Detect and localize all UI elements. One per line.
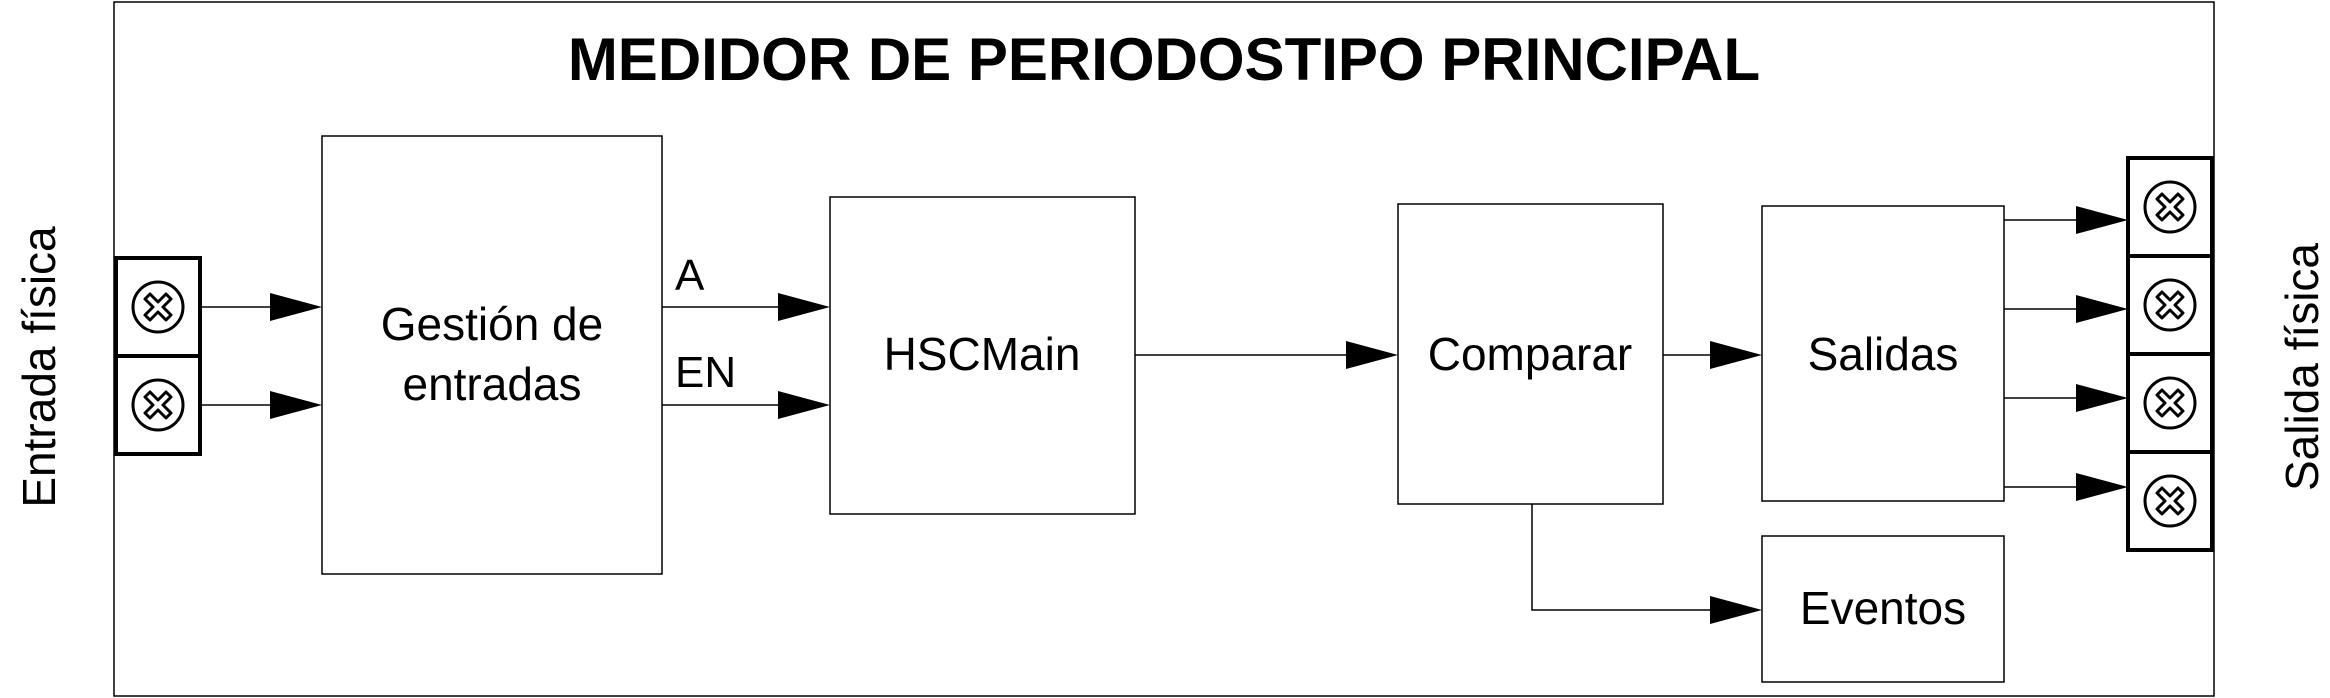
output-4-arrowhead [2076, 473, 2128, 501]
hscmain-block [829, 196, 1136, 515]
events-block [1761, 535, 2005, 683]
compare-to-events-arrowhead [1710, 596, 1762, 624]
compare-to-events-wire [1531, 504, 1710, 611]
compare-to-outputs-arrowhead [1710, 341, 1762, 369]
output-3-arrowhead [2076, 384, 2128, 412]
screw-terminal-icon [2143, 180, 2197, 234]
input-terminal-1 [114, 256, 202, 358]
physical-output-label: Salida física [2276, 243, 2328, 491]
hscmain-to-compare-arrowhead [1346, 341, 1398, 369]
outputs-block [1761, 205, 2005, 502]
output-terminal-3 [2126, 352, 2214, 454]
compare-label: Comparar [1428, 328, 1633, 380]
output-terminal-4 [2126, 450, 2214, 552]
output-terminal-2 [2126, 254, 2214, 356]
output-terminal-1 [2126, 156, 2214, 258]
screw-terminal-icon [2143, 474, 2197, 528]
output-1-arrowhead [2076, 206, 2128, 234]
signal-en-label: EN [675, 348, 736, 397]
input-terminal-block [114, 256, 202, 456]
output-2-arrowhead [2076, 295, 2128, 323]
output-terminal-block [2126, 156, 2214, 552]
events-label: Eventos [1800, 582, 1966, 634]
hscmain-label: HSCMain [884, 328, 1081, 380]
outputs-label: Salidas [1808, 328, 1959, 380]
input-management-label-line1: Gestión de [381, 298, 603, 350]
input-terminal-2 [114, 354, 202, 456]
signal-en-arrowhead [778, 391, 830, 419]
input-management-label-line2: entradas [402, 358, 581, 410]
input-1-arrowhead [270, 293, 322, 321]
signal-a-label: A [675, 251, 705, 300]
compare-block [1397, 203, 1664, 505]
screw-terminal-icon [2143, 278, 2197, 332]
input-2-arrowhead [270, 391, 322, 419]
input-management-block [321, 135, 663, 575]
physical-input-label: Entrada física [13, 226, 65, 508]
screw-terminal-icon [131, 378, 185, 432]
screw-terminal-icon [2143, 376, 2197, 430]
screw-terminal-icon [131, 280, 185, 334]
diagram-title: MEDIDOR DE PERIODOSTIPO PRINCIPAL [568, 26, 1760, 93]
signal-a-arrowhead [778, 293, 830, 321]
